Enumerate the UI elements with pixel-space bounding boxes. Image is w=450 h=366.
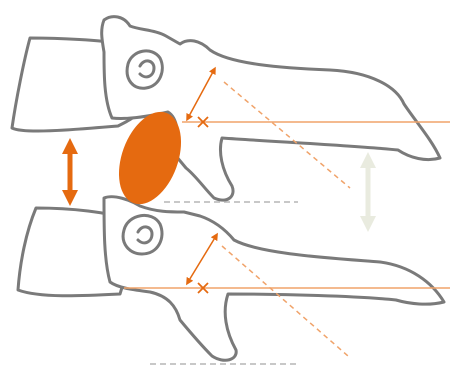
lower-posterior-elements [104, 197, 444, 361]
upper-vertebra [12, 17, 440, 200]
lower-vertebra [18, 197, 444, 361]
